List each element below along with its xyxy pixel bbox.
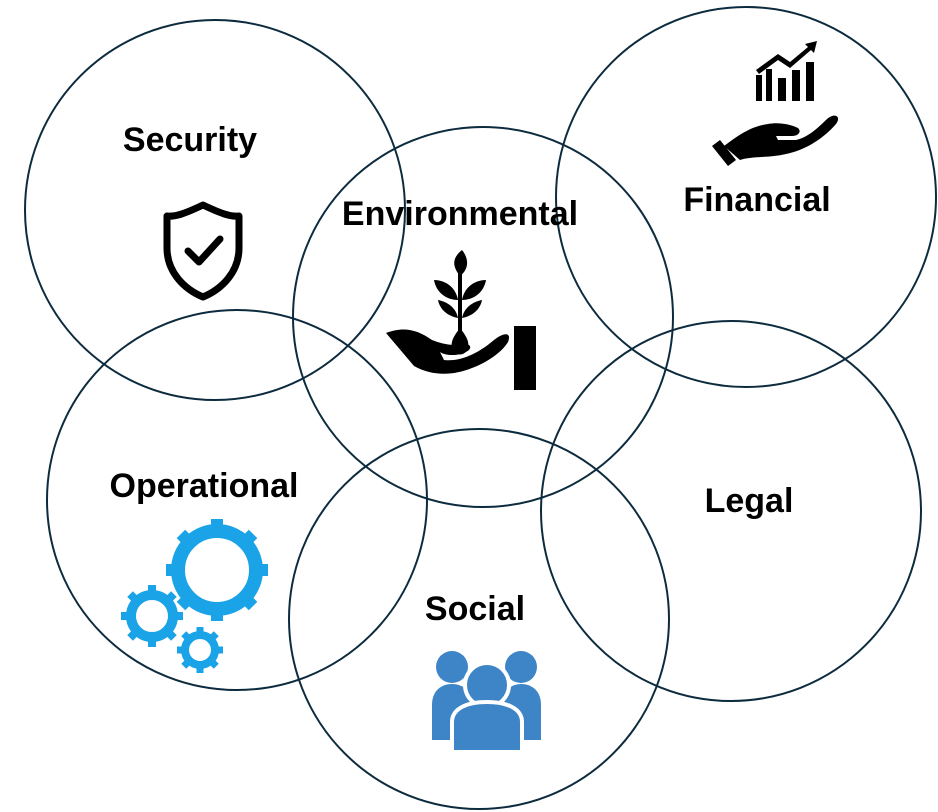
- operational-circle: [46, 309, 428, 691]
- social-circle: [288, 428, 670, 810]
- legal-label: Legal: [705, 482, 794, 520]
- legal-circle: [540, 320, 922, 702]
- financial-label: Financial: [683, 181, 830, 219]
- operational-label: Operational: [110, 467, 299, 505]
- plant-in-hand-icon: [386, 250, 536, 390]
- people-group-icon: [432, 651, 541, 754]
- environmental-label: Environmental: [342, 195, 578, 233]
- financial-circle: [555, 6, 937, 388]
- shield-check-icon: [163, 201, 243, 301]
- social-label: Social: [425, 590, 525, 628]
- security-circle: [24, 19, 406, 401]
- gears-icon: [121, 519, 268, 673]
- growth-chart-in-hand-icon: [712, 41, 839, 166]
- security-label: Security: [123, 121, 257, 159]
- environmental-circle: [292, 126, 674, 508]
